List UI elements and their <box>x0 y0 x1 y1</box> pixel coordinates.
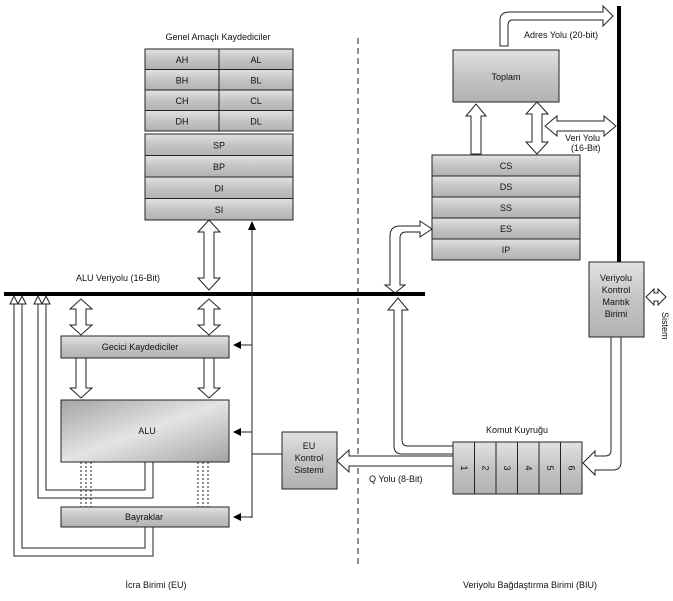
register-sp: SP <box>213 140 225 150</box>
data-bus-label-2: (16-Bit) <box>571 143 601 153</box>
eu-control-label-2: Kontrol <box>295 453 324 463</box>
temp-control-arrowhead <box>233 341 241 349</box>
register-dh: DH <box>176 116 189 126</box>
queue-slot-1: 1 <box>459 465 469 470</box>
segment-register-cs: CS <box>500 161 513 171</box>
instruction-queue: 1 2 3 4 5 6 <box>452 441 583 495</box>
segment-data-bus-arrow <box>524 101 550 155</box>
bus-temp-arrow-right <box>196 298 222 336</box>
general-registers-title: Genel Amaçlı Kaydediciler <box>165 32 270 42</box>
register-bh: BH <box>176 75 189 85</box>
registers-bus-arrow <box>196 219 222 291</box>
adder-box <box>452 49 560 103</box>
address-bus-label: Adres Yolu (20-bit) <box>524 30 598 40</box>
flags-label: Bayraklar <box>125 512 163 522</box>
temp-registers-box <box>60 335 230 359</box>
register-ah: AH <box>176 55 189 65</box>
register-si: SI <box>215 205 224 215</box>
bus-control-box <box>588 261 645 338</box>
general-registers: AH AL BH BL CH CL DH DL <box>144 48 294 132</box>
alu-label: ALU <box>138 426 156 436</box>
temp-alu-arrow-left <box>68 357 94 399</box>
q-bus-label: Q Yolu (8-Bit) <box>369 474 423 484</box>
q-bus-arrow <box>336 448 454 474</box>
register-cl: CL <box>250 96 262 106</box>
data-bus-arrow <box>544 114 617 138</box>
eu-control-label-3: Sistemi <box>294 465 324 475</box>
execution-unit-title: İcra Birimi (EU) <box>126 580 187 590</box>
queue-slot-5: 5 <box>545 465 555 470</box>
register-bp: BP <box>213 162 225 172</box>
eu-control-label-1: EU <box>303 441 316 451</box>
alu-bus-label: ALU Veriyolu (16-Bit) <box>76 273 160 283</box>
alu-bus-to-segment-arrow <box>383 220 433 294</box>
register-al: AL <box>250 55 261 65</box>
alu-control-arrowhead <box>233 428 241 436</box>
temp-alu-arrow-right <box>196 357 222 399</box>
queue-label: Komut Kuyruğu <box>486 425 548 435</box>
data-bus-label-1: Veri Yolu <box>565 133 600 143</box>
register-feed-arrowhead <box>248 221 256 230</box>
queue-slot-3: 3 <box>502 465 512 470</box>
bus-control-label-1: Veriyolu <box>600 273 632 283</box>
alu-flags-dotted-lines <box>80 462 209 507</box>
flags-control-arrowhead <box>233 513 241 521</box>
alu-box <box>60 399 230 463</box>
address-bus-arrow <box>499 4 614 47</box>
queue-slot-6-cell <box>560 441 583 495</box>
queue-slot-6: 6 <box>566 465 576 470</box>
bus-control-label-3: Mantık <box>602 297 630 307</box>
eu-control-box <box>281 431 338 490</box>
biu-title: Veriyolu Bağdaştırma Birimi (BIU) <box>463 580 597 590</box>
register-di: DI <box>215 183 224 193</box>
segment-register-es: ES <box>500 224 512 234</box>
segment-register-ip-cell <box>431 238 581 261</box>
segment-register-ds: DS <box>500 182 513 192</box>
segment-registers: CS DS SS ES IP <box>431 154 581 261</box>
register-dl: DL <box>250 116 262 126</box>
register-ch: CH <box>176 96 189 106</box>
segment-register-ip: IP <box>502 245 511 255</box>
register-bl: BL <box>250 75 261 85</box>
register-si-cell <box>144 198 294 221</box>
queue-to-alu-bus-arrow <box>386 297 454 455</box>
adder-label: Toplam <box>491 72 520 82</box>
queue-slot-4: 4 <box>523 465 533 470</box>
bus-control-to-queue-arrow <box>582 336 622 477</box>
feedback-loops <box>9 294 154 557</box>
system-label: Sistem <box>660 312 670 340</box>
bus-control-label-2: Kontrol <box>602 285 631 295</box>
pointer-registers: SP BP DI SI <box>144 133 294 221</box>
bus-temp-arrow-left <box>68 298 94 336</box>
segment-register-ss: SS <box>500 203 512 213</box>
register-dl-cell <box>218 110 294 132</box>
system-bus-arrow <box>645 287 667 307</box>
temp-registers-label: Gecici Kaydediciler <box>102 342 179 352</box>
segment-to-adder-arrow <box>464 103 488 155</box>
bus-control-label-4: Birimi <box>605 309 628 319</box>
queue-slot-2: 2 <box>480 465 490 470</box>
